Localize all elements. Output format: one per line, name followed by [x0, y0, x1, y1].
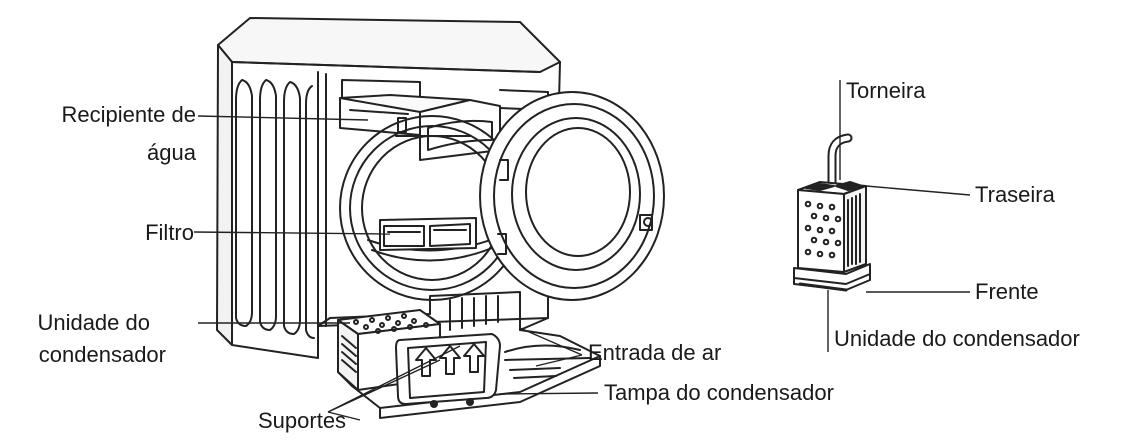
label-water-container-line1: Recipiente de: [61, 102, 196, 127]
label-condenser-unit-line2: condensador: [38, 342, 166, 367]
leader-supports: [327, 345, 461, 421]
label-rear: Traseira: [975, 182, 1055, 207]
label-condenser-unit-detail: Unidade do condensador: [834, 326, 1080, 351]
label-air-inlet: Entrada de ar: [588, 340, 722, 365]
leader-lines: [193, 80, 971, 421]
label-front: Frente: [975, 279, 1039, 304]
leader-filter: [193, 231, 391, 235]
supports-frame: [395, 333, 501, 408]
label-condenser-unit-line1: Unidade do: [37, 310, 150, 335]
dryer-body: [216, 17, 561, 359]
filter: [379, 217, 477, 251]
leader-air-inlet: [519, 327, 583, 367]
leader-condenser-cover: [499, 392, 599, 395]
label-supports: Suportes: [258, 408, 347, 433]
label-tap: Torneira: [846, 78, 926, 103]
leader-rear: [865, 185, 971, 196]
detail-condenser-unit: [793, 133, 871, 292]
condenser-cover: [351, 329, 601, 419]
open-door: [479, 91, 665, 301]
label-filter: Filtro: [145, 220, 194, 245]
label-condenser-cover: Tampa do condensador: [604, 380, 834, 405]
leader-water-container: [197, 115, 369, 121]
label-water-container-line2: água: [147, 140, 196, 165]
